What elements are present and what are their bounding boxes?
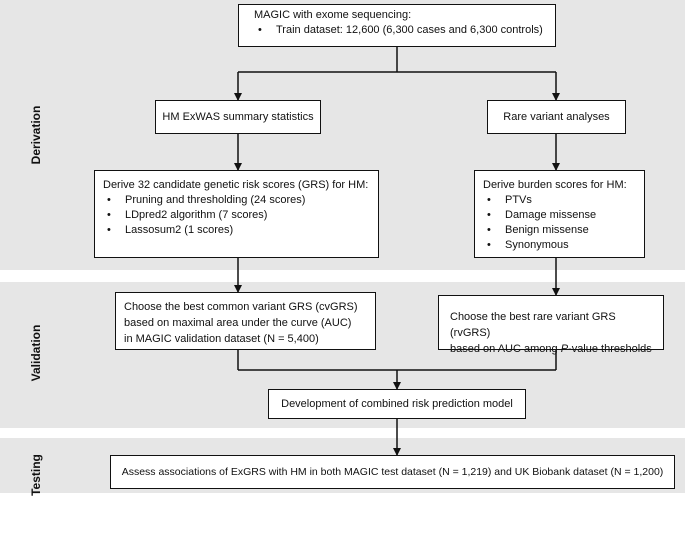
connector-arrows [234, 47, 560, 456]
assess-associations-label: Assess associations of ExGRS with HM in … [121, 465, 664, 478]
derive-burden-item: Damage missense [483, 208, 640, 223]
cvgrs-line: based on maximal area under the curve (A… [124, 317, 352, 329]
derive-grs-item: LDpred2 algorithm (7 scores) [103, 208, 372, 223]
rvgrs-line-2: based on AUC among P-value thresholds [450, 341, 657, 357]
magic-title: MAGIC with exome sequencing: [254, 9, 412, 21]
rvgrs-p-italic: P [560, 343, 569, 355]
magic-dataset-box: MAGIC with exome sequencing: Train datas… [238, 4, 556, 47]
combined-model-box: Development of combined risk prediction … [268, 389, 526, 419]
cvgrs-box: Choose the best common variant GRS (cvGR… [115, 292, 376, 350]
rvgrs-line-2-pre: based on AUC among [450, 343, 561, 355]
derive-burden-title: Derive burden scores for HM: [483, 179, 627, 191]
derive-burden-item: Benign missense [483, 223, 640, 238]
rare-variant-label: Rare variant analyses [503, 110, 610, 123]
cvgrs-line: Choose the best common variant GRS (cvGR… [124, 301, 358, 313]
rvgrs-box: Choose the best rare variant GRS (rvGRS)… [438, 295, 664, 355]
derive-grs-title: Derive 32 candidate genetic risk scores … [103, 179, 369, 191]
derive-grs-item: Lassosum2 (1 scores) [103, 223, 372, 238]
rvgrs-line-1: Choose the best rare variant GRS (rvGRS) [450, 311, 616, 339]
derive-burden-item: Synonymous [483, 238, 640, 253]
combined-model-label: Development of combined risk prediction … [281, 397, 513, 410]
assess-associations-box: Assess associations of ExGRS with HM in … [110, 455, 675, 489]
magic-item: Train dataset: 12,600 (6,300 cases and 6… [254, 23, 547, 38]
hm-exwas-box: HM ExWAS summary statistics [155, 100, 321, 134]
cvgrs-line: in MAGIC validation dataset (N = 5,400) [124, 333, 319, 345]
derive-burden-box: Derive burden scores for HM: PTVs Damage… [474, 170, 645, 258]
derive-grs-box: Derive 32 candidate genetic risk scores … [94, 170, 379, 258]
derive-grs-item: Pruning and thresholding (24 scores) [103, 193, 372, 208]
derive-burden-item: PTVs [483, 193, 640, 208]
hm-exwas-label: HM ExWAS summary statistics [162, 110, 314, 123]
rvgrs-line-2-post: -value thresholds [568, 343, 652, 355]
rare-variant-box: Rare variant analyses [487, 100, 626, 134]
